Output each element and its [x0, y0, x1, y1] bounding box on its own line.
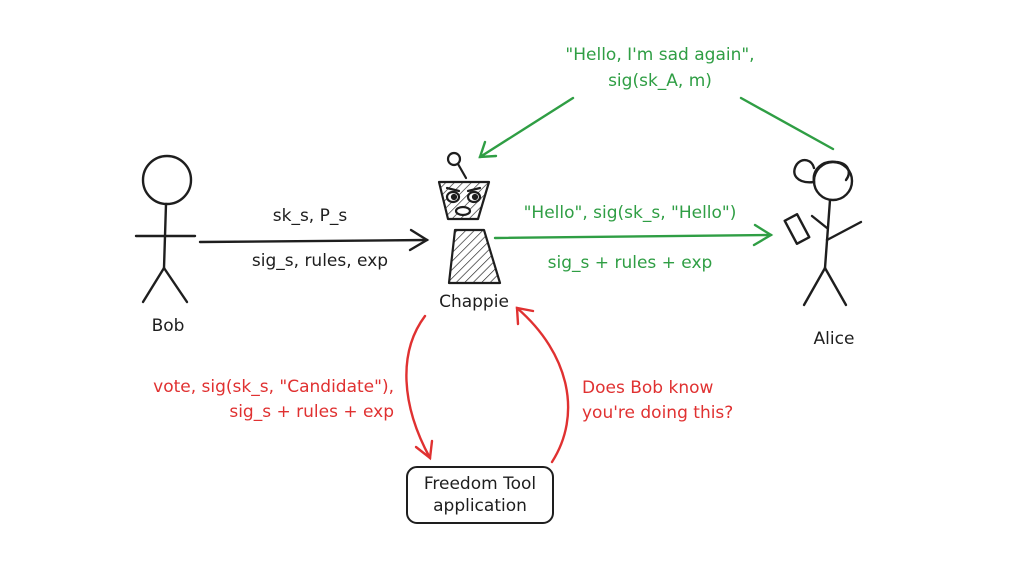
- arrow-tool-to-chappie: [515, 306, 570, 464]
- arrow-bob-to-chappie: [198, 228, 430, 252]
- freedom-tool-label-line1: Freedom Tool: [423, 474, 537, 494]
- chappie-to-tool-label-line1: vote, sig(sk_s, "Candidate"),: [153, 377, 394, 397]
- chappie-label: Chappie: [439, 292, 509, 312]
- bob-to-chappie-label-bottom: sig_s, rules, exp: [251, 251, 389, 271]
- tool-to-chappie-label-line2: you're doing this?: [582, 403, 734, 423]
- chappie-to-alice-label-top: "Hello", sig(sk_s, "Hello"): [523, 203, 737, 223]
- bob-figure: [134, 154, 197, 304]
- chappie-robot: [437, 151, 502, 285]
- arrow-chappie-to-alice: [493, 223, 774, 247]
- freedom-tool-box: Freedom Tool application: [406, 466, 554, 524]
- alice-figure: [783, 158, 863, 307]
- chappie-to-tool-label-line2: sig_s + rules + exp: [229, 402, 394, 422]
- chappie-to-alice-label-bottom: sig_s + rules + exp: [547, 253, 713, 273]
- arrow-alice-to-chappie: [478, 96, 835, 159]
- bob-to-chappie-label-top: sk_s, P_s: [272, 206, 348, 226]
- arrow-chappie-to-tool: [405, 314, 434, 461]
- bob-label: Bob: [151, 316, 185, 336]
- freedom-tool-label-line2: application: [433, 496, 527, 516]
- tool-to-chappie-label-line1: Does Bob know: [582, 378, 714, 398]
- alice-to-chappie-label-line1: "Hello, I'm sad again",: [565, 45, 755, 65]
- alice-label: Alice: [813, 329, 855, 349]
- alice-to-chappie-label-line2: sig(sk_A, m): [608, 71, 712, 91]
